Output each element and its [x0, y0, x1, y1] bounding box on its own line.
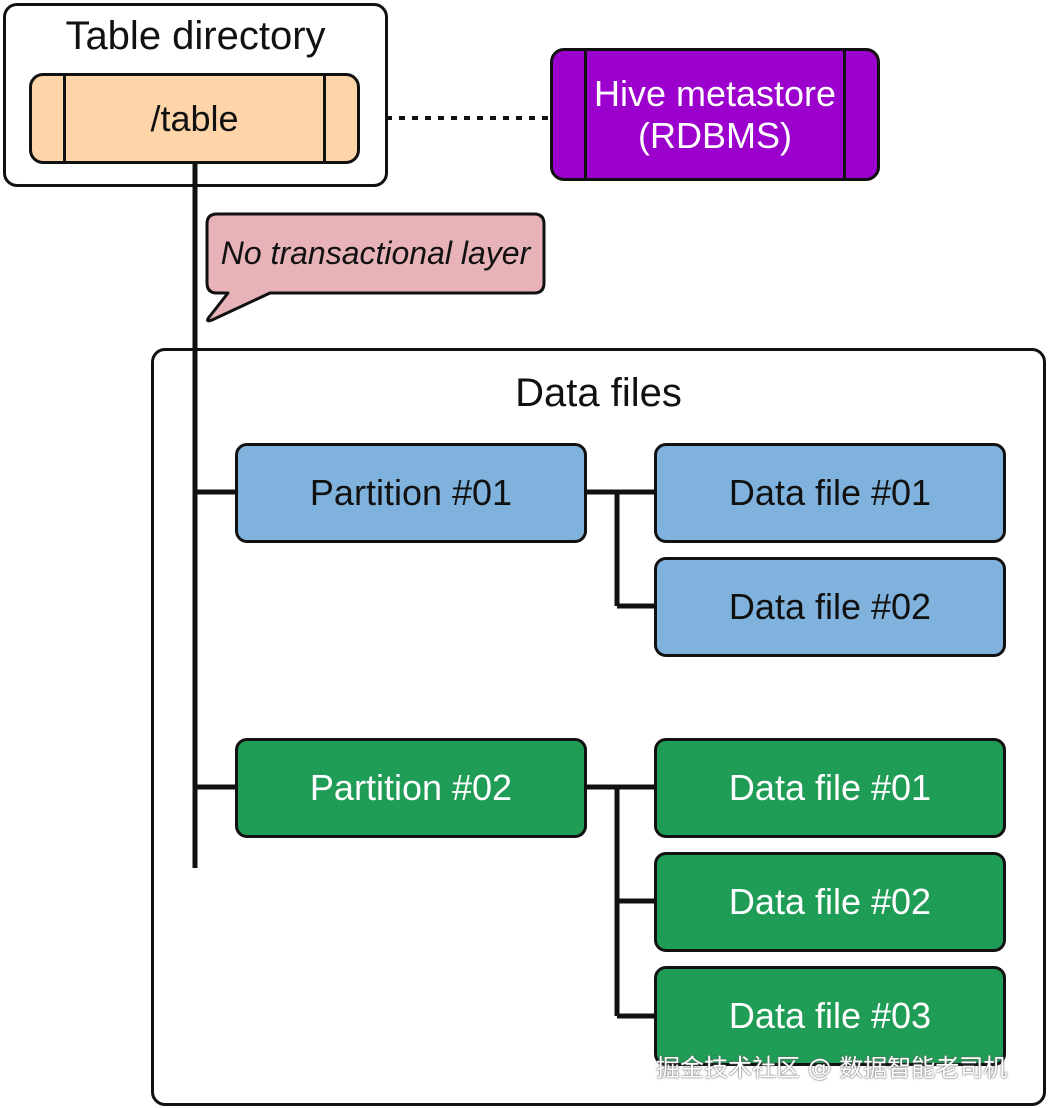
metastore-label-line1: Hive metastore [593, 73, 837, 115]
callout-bubble [205, 212, 546, 323]
hive-metastore-box: Hive metastore (RDBMS) [550, 48, 880, 181]
table-path-box: /table [29, 73, 360, 164]
partition-1-file-2: Data file #02 [654, 557, 1006, 657]
partition-2-file-1: Data file #01 [654, 738, 1006, 838]
partition-2-file-3: Data file #03 [654, 966, 1006, 1066]
table-path-left-edge [63, 76, 66, 161]
metastore-label-line2: (RDBMS) [638, 114, 792, 156]
partition-2-file-2: Data file #02 [654, 852, 1006, 952]
table-path-right-edge [323, 76, 326, 161]
watermark-text: 掘金技术社区 @ 数据智能老司机 [656, 1054, 1008, 1082]
table-path-label: /table [150, 97, 239, 139]
table-directory-title: Table directory [65, 14, 326, 58]
metastore-right-edge [843, 51, 846, 178]
partition-2-box: Partition #02 [235, 738, 587, 838]
data-files-title: Data files [515, 371, 682, 415]
no-transactional-layer-callout: No transactional layer [220, 234, 531, 271]
metastore-left-edge [584, 51, 587, 178]
partition-1-file-1: Data file #01 [654, 443, 1006, 543]
partition-1-box: Partition #01 [235, 443, 587, 543]
